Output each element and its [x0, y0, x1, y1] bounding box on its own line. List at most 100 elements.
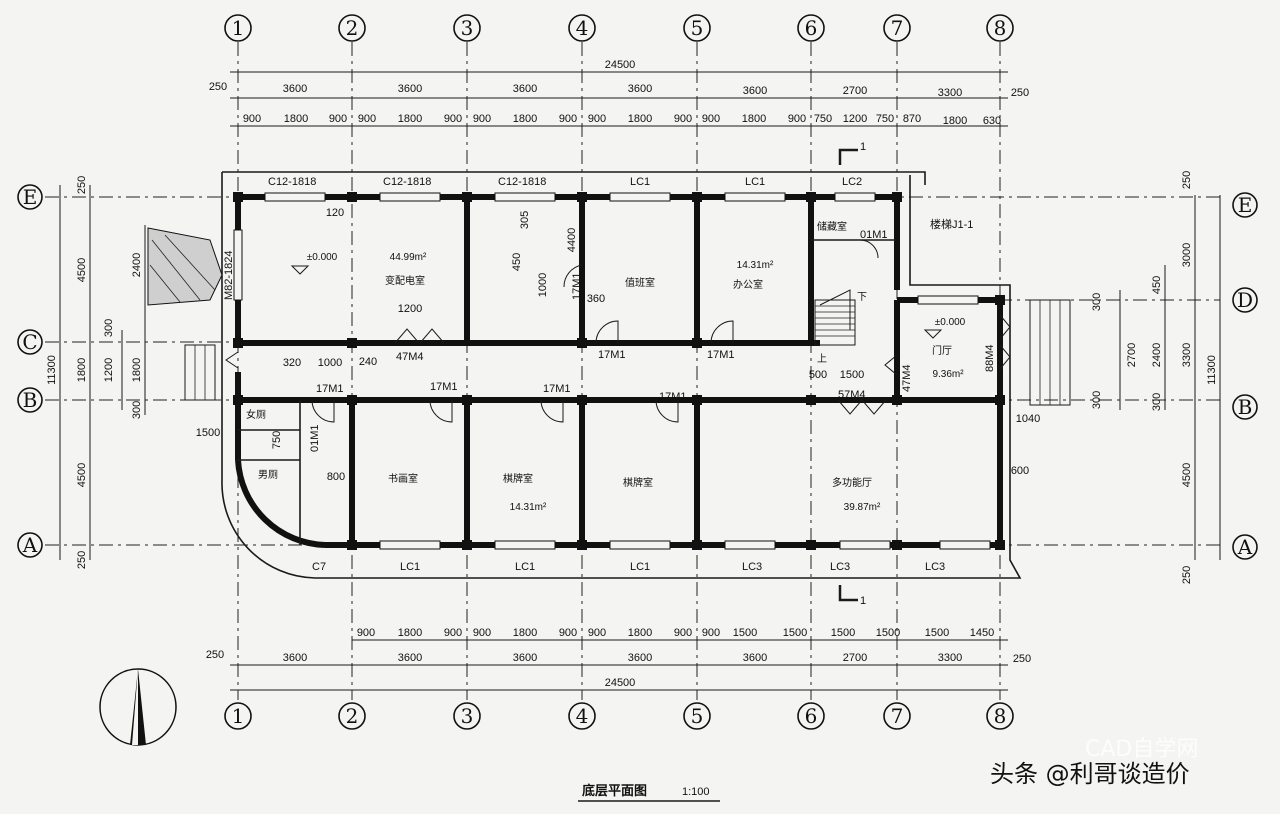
bottom-opening-dim: 900 [588, 627, 606, 639]
right-inner-dim: 450 [1151, 276, 1163, 294]
top-bay-4: 3600 [628, 83, 652, 95]
axis-bubble-C-left: C [22, 330, 37, 354]
room-area: 39.87m² [844, 502, 881, 513]
right-inner2-dim: 2700 [1126, 343, 1138, 367]
dim-note: 360 [587, 293, 605, 305]
top-edge-left-dim: 250 [209, 81, 227, 93]
window-tag-bottom: LC3 [925, 561, 945, 573]
right-inner2-dim: 300 [1091, 391, 1103, 409]
misc-notes: 120 240 360 320 1000 500 1500 4400 1200 … [283, 207, 1040, 483]
door-tag: 17M1 [659, 391, 687, 403]
window-tag-top: C12-1818 [268, 176, 316, 188]
top-opening-dim: 900 [243, 113, 261, 125]
door-tag: 17M1 [598, 349, 626, 361]
top-opening-dim: 900 [473, 113, 491, 125]
bottom-opening-dim: 1450 [970, 627, 994, 639]
window-tag-bottom: LC3 [830, 561, 850, 573]
doors [225, 239, 1011, 423]
bottom-opening-dim: 900 [357, 627, 375, 639]
door-tag: M82-1824 [223, 250, 235, 300]
room-name: 值班室 [625, 276, 655, 289]
top-opening-dim: 900 [702, 113, 720, 125]
top-opening-dim: 900 [674, 113, 692, 125]
axis-bubble-5-bottom: 5 [691, 704, 704, 728]
top-opening-dim: 1800 [398, 113, 422, 125]
room-name: 办公室 [733, 278, 763, 291]
left-outer-dim: 1800 [76, 358, 88, 382]
room-name: 棋牌室 [623, 476, 653, 489]
axis-bubbles-top: 1 2 3 4 5 6 7 8 [224, 14, 1014, 42]
right-total-dim: 11300 [1206, 355, 1218, 385]
door-tag: 01M1 [309, 424, 321, 452]
right-outer-dim: 3300 [1181, 343, 1193, 367]
room-area: 9.36m² [932, 369, 964, 380]
bottom-opening-dim: 1800 [513, 627, 537, 639]
bottom-bay-7: 3300 [938, 652, 962, 664]
axis-bubble-4: 4 [576, 16, 589, 40]
door-tag: 57M4 [838, 389, 866, 401]
top-bay-6: 2700 [843, 85, 867, 97]
left-outer-dim: 250 [76, 176, 88, 194]
dim-note: 1040 [1016, 413, 1040, 425]
room-area: 44.99m² [390, 252, 427, 263]
axis-bubbles-bottom: 1 2 3 4 5 6 7 8 [224, 702, 1014, 730]
windows [233, 192, 991, 550]
bottom-opening-dim: 900 [473, 627, 491, 639]
stair-down-label: 下 [857, 292, 867, 303]
north-arrow [99, 668, 177, 746]
left-inner-dim: 2400 [131, 253, 143, 277]
door-tag: 17M1 [571, 272, 583, 300]
top-opening-dim: 900 [559, 113, 577, 125]
left-inner-dim: 300 [103, 319, 115, 337]
top-opening-dim: 900 [444, 113, 462, 125]
watermark-top-text: CAD自学网 [1085, 737, 1198, 762]
bottom-bay-4: 3600 [628, 652, 652, 664]
bottom-opening-dim: 900 [702, 627, 720, 639]
dim-note: 1000 [537, 273, 549, 297]
axis-bubble-B-right: B [1238, 395, 1253, 419]
bottom-bay-1: 3600 [283, 652, 307, 664]
axis-bubble-2-bottom: 2 [346, 704, 359, 728]
door-tag: 17M1 [430, 381, 458, 393]
bottom-bay-6: 2700 [843, 652, 867, 664]
bottom-opening-dim: 1500 [876, 627, 900, 639]
room-name: 女厕 [246, 408, 266, 421]
top-bay-1: 3600 [283, 83, 307, 95]
door-tag: 17M1 [543, 383, 571, 395]
room-name: 男厕 [258, 469, 278, 481]
section-marks: 1 1 [838, 141, 866, 607]
axis-bubble-1-bottom: 1 [232, 704, 245, 728]
top-bay-5: 3600 [743, 85, 767, 97]
watermark: CAD自学网 头条 @利哥谈造价 [990, 737, 1198, 788]
room-name: 书画室 [388, 472, 418, 485]
bottom-bay-2: 3600 [398, 652, 422, 664]
dim-note: 600 [1011, 465, 1029, 477]
room-area: 14.31m² [510, 502, 547, 513]
top-opening-dim: 1800 [628, 113, 652, 125]
bottom-edge-right-dim: 250 [1013, 653, 1031, 665]
structural-columns [233, 192, 1005, 550]
bottom-bay-5: 3600 [743, 652, 767, 664]
top-opening-dim: 1200 [843, 113, 867, 125]
axis-bubble-3: 3 [461, 16, 474, 40]
left-inner2-dim: 1800 [131, 358, 143, 382]
room-name: 棋牌室 [503, 472, 533, 485]
left-dimensions: 11300 250 4500 1800 4500 250 2400 300 12… [46, 176, 283, 569]
top-opening-dim: 1800 [742, 113, 766, 125]
bottom-opening-dim: 900 [444, 627, 462, 639]
axis-bubble-1: 1 [232, 16, 245, 40]
left-outer-dim: 4500 [76, 463, 88, 487]
right-outer-dim: 3000 [1181, 243, 1193, 267]
axis-bubble-B-left: B [23, 388, 38, 412]
window-tag-bottom: C7 [312, 561, 326, 573]
top-opening-dim: 900 [329, 113, 347, 125]
bottom-opening-dim: 900 [674, 627, 692, 639]
axis-bubble-6-bottom: 6 [805, 704, 818, 728]
top-total-dim: 24500 [605, 59, 636, 71]
door-tag: 47M4 [901, 364, 913, 392]
top-opening-dim: 1800 [513, 113, 537, 125]
axis-bubble-E-right: E [1238, 193, 1253, 217]
axis-bubble-4-bottom: 4 [576, 704, 589, 728]
bottom-opening-dim: 1500 [733, 627, 757, 639]
